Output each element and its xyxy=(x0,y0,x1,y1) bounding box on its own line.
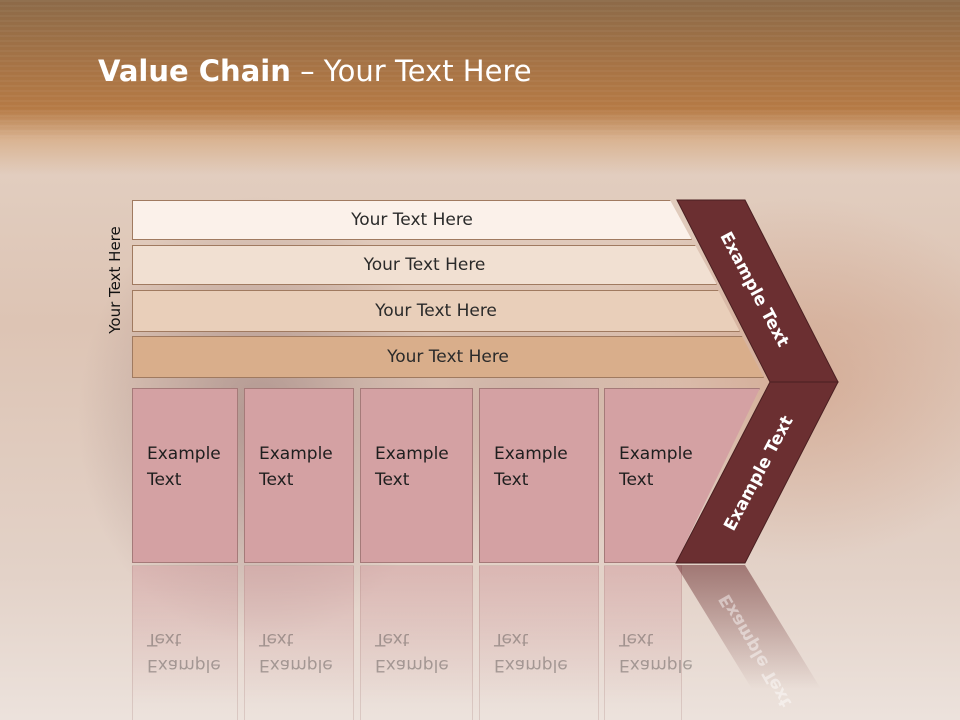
support-bar-2-text: Your Text Here xyxy=(363,255,486,275)
title-rest: – Your Text Here xyxy=(290,54,532,88)
box-1-reflection: Example Text xyxy=(132,565,238,720)
title-bold: Value Chain xyxy=(98,54,291,88)
support-bar-3-text: Your Text Here xyxy=(375,301,497,321)
activity-box-3-text: Example Text xyxy=(375,444,449,490)
box-4-reflection: Example Text xyxy=(479,565,599,720)
support-bar-1[interactable]: Your Text Here xyxy=(132,200,692,240)
activity-box-2-text: Example Text xyxy=(259,444,333,490)
chevron-lower-arm[interactable] xyxy=(675,381,839,564)
activity-box-5-text: Example Text xyxy=(619,444,693,490)
support-bar-3[interactable]: Your Text Here xyxy=(132,290,740,332)
support-bar-1-text: Your Text Here xyxy=(351,210,473,230)
box-2-reflection: Example Text xyxy=(244,565,354,720)
activity-box-3[interactable]: Example Text xyxy=(360,388,473,563)
support-bar-2[interactable]: Your Text Here xyxy=(132,245,717,285)
chevron-reflection xyxy=(676,565,840,720)
activity-box-4[interactable]: Example Text xyxy=(479,388,599,563)
activity-box-4-text: Example Text xyxy=(494,444,568,490)
title-banner-texture xyxy=(0,0,960,140)
slide-title[interactable]: Value Chain – Your Text Here xyxy=(98,54,532,88)
support-bar-4[interactable]: Your Text Here xyxy=(132,336,764,378)
box-5-reflection: Example Text xyxy=(604,565,693,720)
activity-box-1-text: Example Text xyxy=(147,444,221,490)
box-3-reflection: Example Text xyxy=(360,565,473,720)
support-bar-4-text: Your Text Here xyxy=(387,347,509,367)
activity-box-1[interactable]: Example Text xyxy=(132,388,238,563)
activity-box-2[interactable]: Example Text xyxy=(244,388,354,563)
title-banner xyxy=(0,0,960,175)
